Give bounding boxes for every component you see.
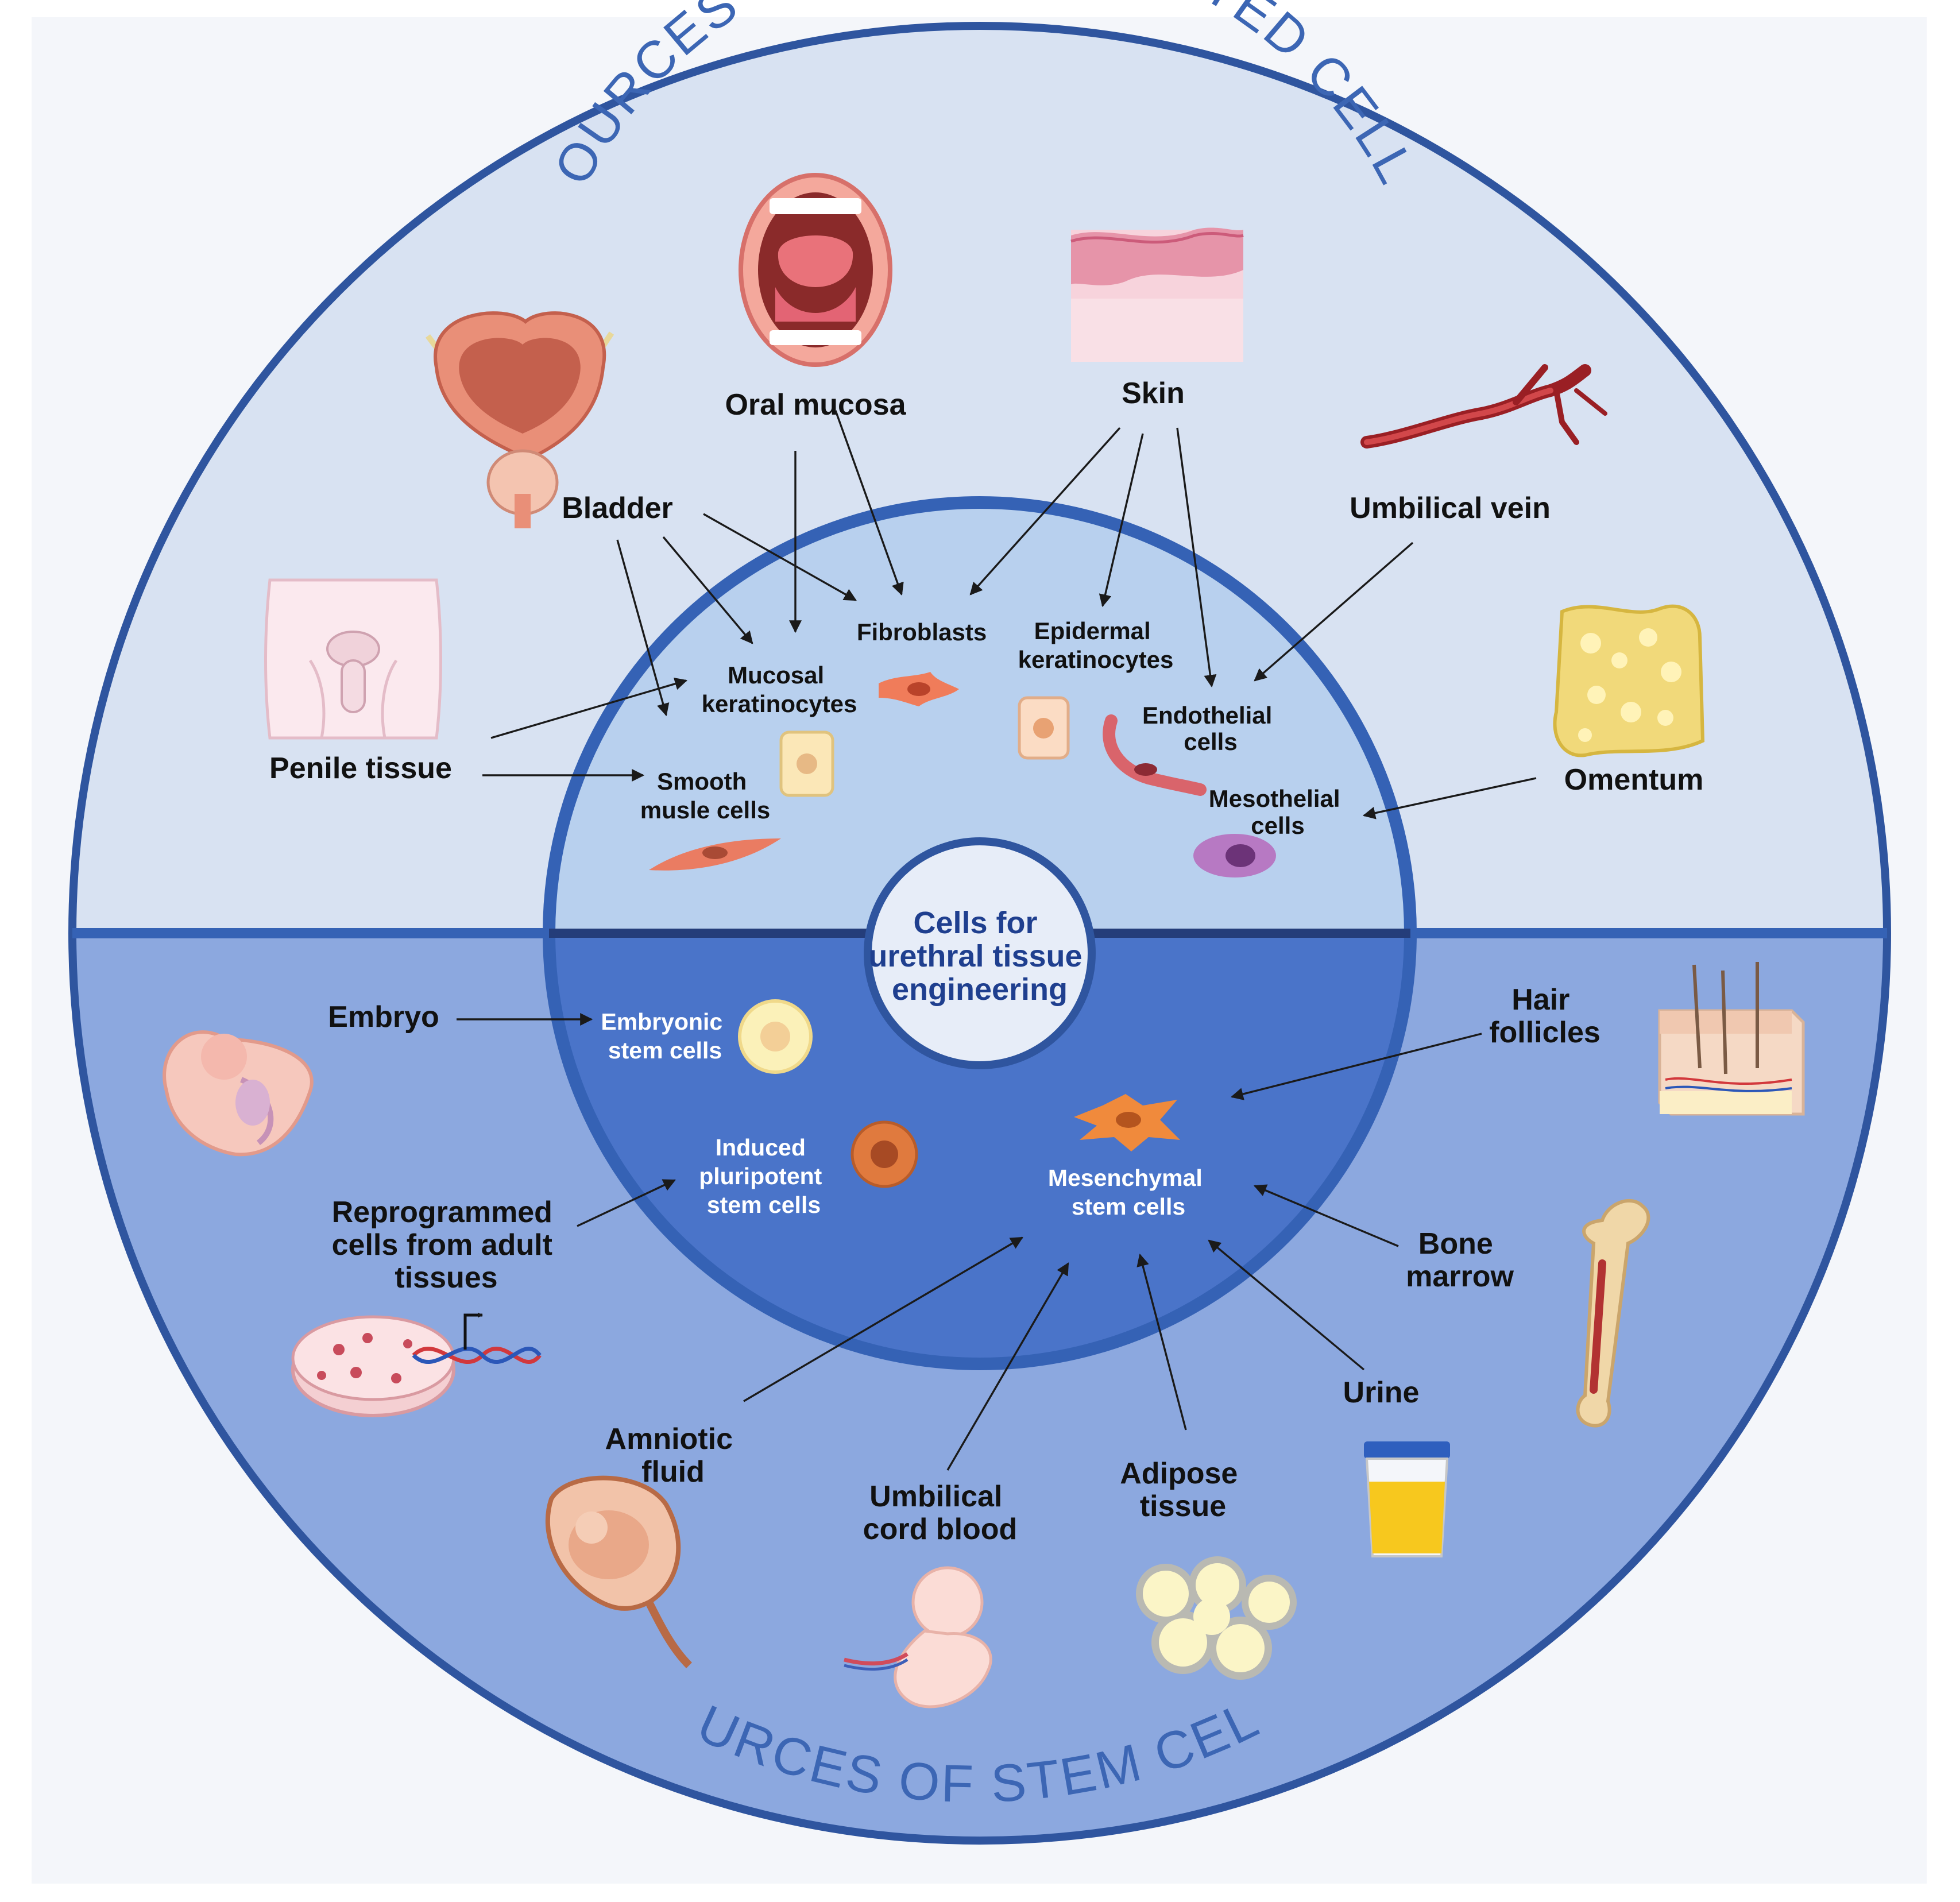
outer-circle-top (72, 26, 1887, 933)
arrows (457, 410, 1537, 1471)
umbilical-vein-icon (1360, 364, 1607, 449)
label-bladder: Bladder (562, 492, 673, 525)
label-induced-pluripotent-stem-cells: Induced pluripotent stem cells (699, 1134, 828, 1218)
skin-hair-follicle-icon (1658, 962, 1805, 1116)
adipose-cells-icon (1136, 1556, 1297, 1680)
mesothelial-cell-icon (1193, 834, 1276, 877)
oral-mucosa-mouth-icon (739, 173, 892, 367)
omentum-icon (1553, 604, 1705, 757)
ipsc-cell-icon (851, 1120, 918, 1188)
smooth-muscle-cell-icon (649, 838, 781, 871)
label-amniotic-fluid: Amniotic fluid (605, 1422, 741, 1489)
femur-bone-icon (1576, 1199, 1650, 1428)
embryonic-stem-cell-icon (738, 999, 813, 1074)
label-mesothelial-cells: Mesothelial cells (1209, 785, 1347, 839)
skin-layer-icon (1070, 227, 1244, 362)
label-embryo: Embryo (328, 1000, 439, 1034)
epidermal-keratinocyte-cell-icon (1018, 696, 1070, 760)
penile-tissue-icon (264, 578, 442, 740)
label-umbilical-vein: Umbilical vein (1350, 492, 1551, 525)
bladder-icon (426, 311, 614, 528)
label-endothelial-cells: Endothelial cells (1142, 702, 1279, 755)
label-umbilical-cord-blood: Umbilical cord blood (863, 1480, 1018, 1546)
label-omentum: Omentum (1564, 763, 1704, 797)
label-urine: Urine (1343, 1376, 1420, 1409)
fetus-icon (844, 1566, 992, 1708)
label-embryonic-stem-cells: Embryonic stem cells (601, 1008, 729, 1064)
embryo-icon (163, 1030, 314, 1157)
label-skin: Skin (1122, 377, 1185, 410)
label-penile-tissue: Penile tissue (269, 752, 452, 785)
label-adipose-tissue: Adipose tissue (1120, 1457, 1246, 1523)
uterus-fetus-icon (545, 1475, 692, 1668)
fibroblast-cell-icon (879, 672, 959, 706)
label-fibroblasts: Fibroblasts (857, 618, 987, 645)
keratinocyte-cell-icon (779, 730, 834, 797)
label-hair-follicles: Hair follicles (1489, 983, 1601, 1049)
outer-circle-bottom (72, 933, 1887, 1841)
label-smooth-muscle-cells: Smooth musle cells (640, 768, 770, 824)
center-label: Cells for urethral tissue engineering (868, 906, 1091, 1007)
center-circle (864, 837, 1096, 1069)
label-mesenchymal-stem-cells: Mesenchymal stem cells (1048, 1165, 1209, 1220)
label-reprogrammed-cells: Reprogrammed cells from adult tissues (332, 1196, 561, 1294)
urine-cup-icon (1364, 1441, 1450, 1557)
label-oral-mucosa: Oral mucosa (725, 388, 906, 422)
mesenchymal-cell-icon (1074, 1094, 1180, 1151)
label-epidermal-keratinocytes: Epidermal keratinocytes (1018, 617, 1174, 673)
inner-circle-top (549, 502, 1410, 933)
label-bone-marrow: Bone marrow (1406, 1227, 1514, 1293)
endothelial-cell-icon (1103, 714, 1207, 796)
label-mucosal-keratinocytes: Mucosal keratinocytes (702, 662, 857, 717)
petri-dish-dna-icon (291, 1312, 542, 1417)
